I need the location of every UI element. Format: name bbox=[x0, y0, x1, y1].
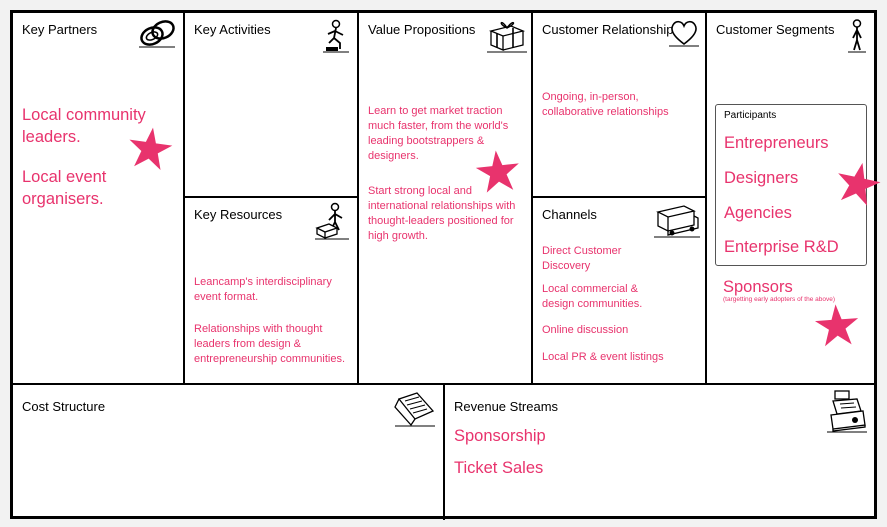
key-partners-item: Local event organisers. bbox=[22, 168, 107, 208]
participant-item: Agencies bbox=[724, 204, 792, 222]
person-icon bbox=[848, 19, 866, 53]
cost-structure-title: Cost Structure bbox=[22, 399, 106, 414]
chain-link-icon bbox=[139, 20, 175, 48]
revenue-streams-title: Revenue Streams bbox=[454, 399, 559, 414]
value-propositions-title: Value Propositions bbox=[368, 22, 476, 37]
key-resources-block: Key Resources Leancamp's interdisciplina… bbox=[185, 198, 357, 383]
participant-item: Designers bbox=[724, 169, 799, 187]
customer-segments-title: Customer Segments bbox=[716, 22, 835, 37]
truck-icon bbox=[654, 205, 700, 238]
participants-label: Participants bbox=[724, 110, 777, 121]
heart-icon bbox=[669, 20, 699, 47]
channels-block: Channels Direct Customer Discovery Local… bbox=[533, 198, 705, 383]
gift-icon bbox=[487, 22, 527, 53]
value-propositions-block: Value Propositions Learn to get market t… bbox=[359, 13, 531, 383]
channels-title: Channels bbox=[542, 207, 597, 222]
star-icon bbox=[838, 162, 881, 206]
divider-h-activities bbox=[184, 196, 358, 198]
key-partners-block: Key Partners Local community leaders. Lo… bbox=[13, 13, 183, 383]
participant-item: Enterprise R&D bbox=[724, 238, 839, 256]
participants-box: Participants Entrepreneurs Designers Age… bbox=[715, 104, 867, 266]
customer-relationships-block: Customer Relationships Ongoing, in-perso… bbox=[533, 13, 705, 196]
key-activities-block: Key Activities bbox=[185, 13, 357, 196]
key-partners-item: Local community leaders. bbox=[22, 106, 146, 146]
sponsors-note: (targetting early adopters of the above) bbox=[723, 296, 836, 303]
customer-relationships-title: Customer Relationships bbox=[542, 22, 681, 37]
value-propositions-item: Learn to get market traction much faster… bbox=[368, 105, 509, 162]
divider-h-relationships bbox=[532, 196, 706, 198]
key-partners-title: Key Partners bbox=[22, 22, 98, 37]
customer-segments-block: Customer Segments Participants Entrepren… bbox=[707, 13, 881, 383]
key-resources-item: Relationships with thought leaders from … bbox=[194, 323, 346, 365]
key-resources-title: Key Resources bbox=[194, 207, 283, 222]
key-activities-title: Key Activities bbox=[194, 22, 271, 37]
channels-item: Direct Customer Discovery bbox=[542, 245, 622, 272]
worker-icon bbox=[323, 19, 349, 53]
star-icon bbox=[129, 127, 173, 170]
revenue-stream-item: Sponsorship bbox=[454, 427, 546, 445]
channels-item: Local PR & event listings bbox=[542, 351, 664, 363]
divider-v-bottom bbox=[443, 384, 445, 520]
star-icon bbox=[814, 304, 859, 347]
participant-item: Entrepreneurs bbox=[724, 134, 829, 152]
price-tag-icon bbox=[394, 392, 435, 427]
cash-register-icon bbox=[827, 390, 867, 433]
star-icon bbox=[475, 150, 519, 193]
business-model-canvas: Key Partners Local community leaders. Lo… bbox=[10, 10, 881, 520]
channels-item: Local commercial & design communities. bbox=[542, 283, 643, 310]
key-resources-item: Leancamp's interdisciplinary event forma… bbox=[194, 276, 332, 303]
revenue-streams-block: Revenue Streams Sponsorship Ticket Sales bbox=[445, 385, 874, 519]
value-propositions-item: Start strong local and international rel… bbox=[368, 185, 516, 242]
sponsors-label: Sponsors bbox=[723, 278, 793, 296]
divider-v3 bbox=[531, 13, 533, 385]
worker-with-crate-icon bbox=[315, 202, 349, 240]
divider-v4 bbox=[705, 13, 707, 385]
divider-v1 bbox=[183, 13, 185, 385]
cost-structure-block: Cost Structure bbox=[13, 385, 443, 519]
divider-v2 bbox=[357, 13, 359, 385]
customer-relationships-item: Ongoing, in-person, collaborative relati… bbox=[542, 91, 669, 118]
revenue-stream-item: Ticket Sales bbox=[454, 459, 544, 477]
channels-item: Online discussion bbox=[542, 324, 629, 336]
